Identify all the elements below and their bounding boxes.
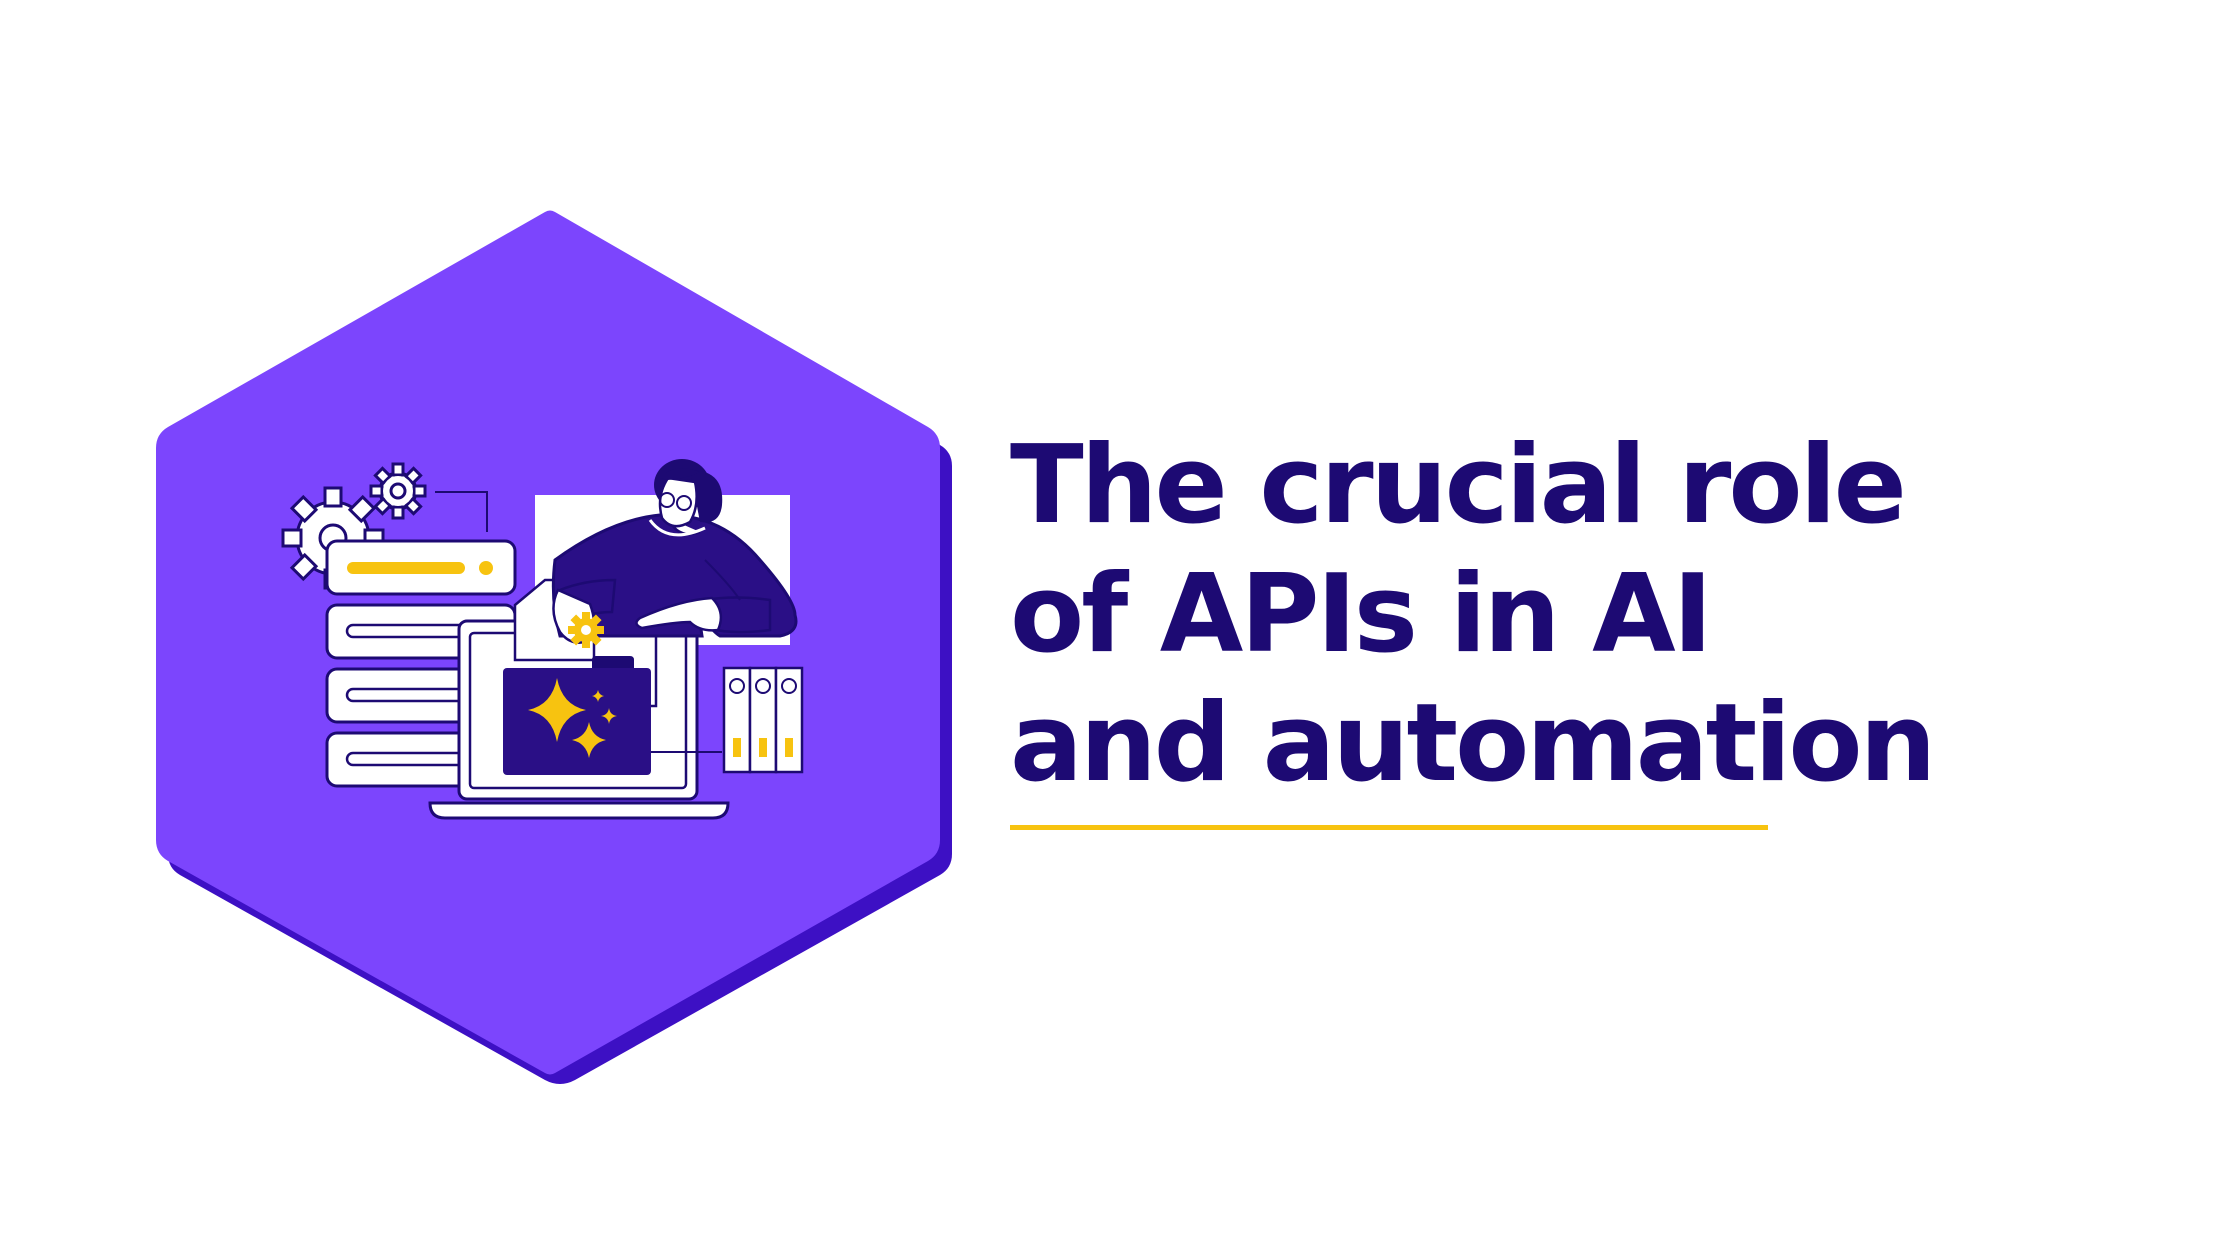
sparkle-icon — [601, 708, 617, 724]
gear-icon — [568, 612, 604, 648]
connector-line — [435, 491, 488, 532]
sparkle-icon — [572, 722, 606, 758]
title-line-3: and automation — [1010, 681, 1936, 806]
sparkle-icon — [528, 678, 586, 742]
binder-icon — [722, 666, 804, 774]
folder-icon — [503, 656, 651, 775]
sparkle-icon — [592, 690, 604, 702]
title-line-2: of APIs in AI — [1010, 552, 1713, 677]
title-underline — [1010, 825, 1768, 830]
title-line-1: The crucial role — [1010, 423, 1907, 548]
gear-icon — [369, 462, 427, 520]
